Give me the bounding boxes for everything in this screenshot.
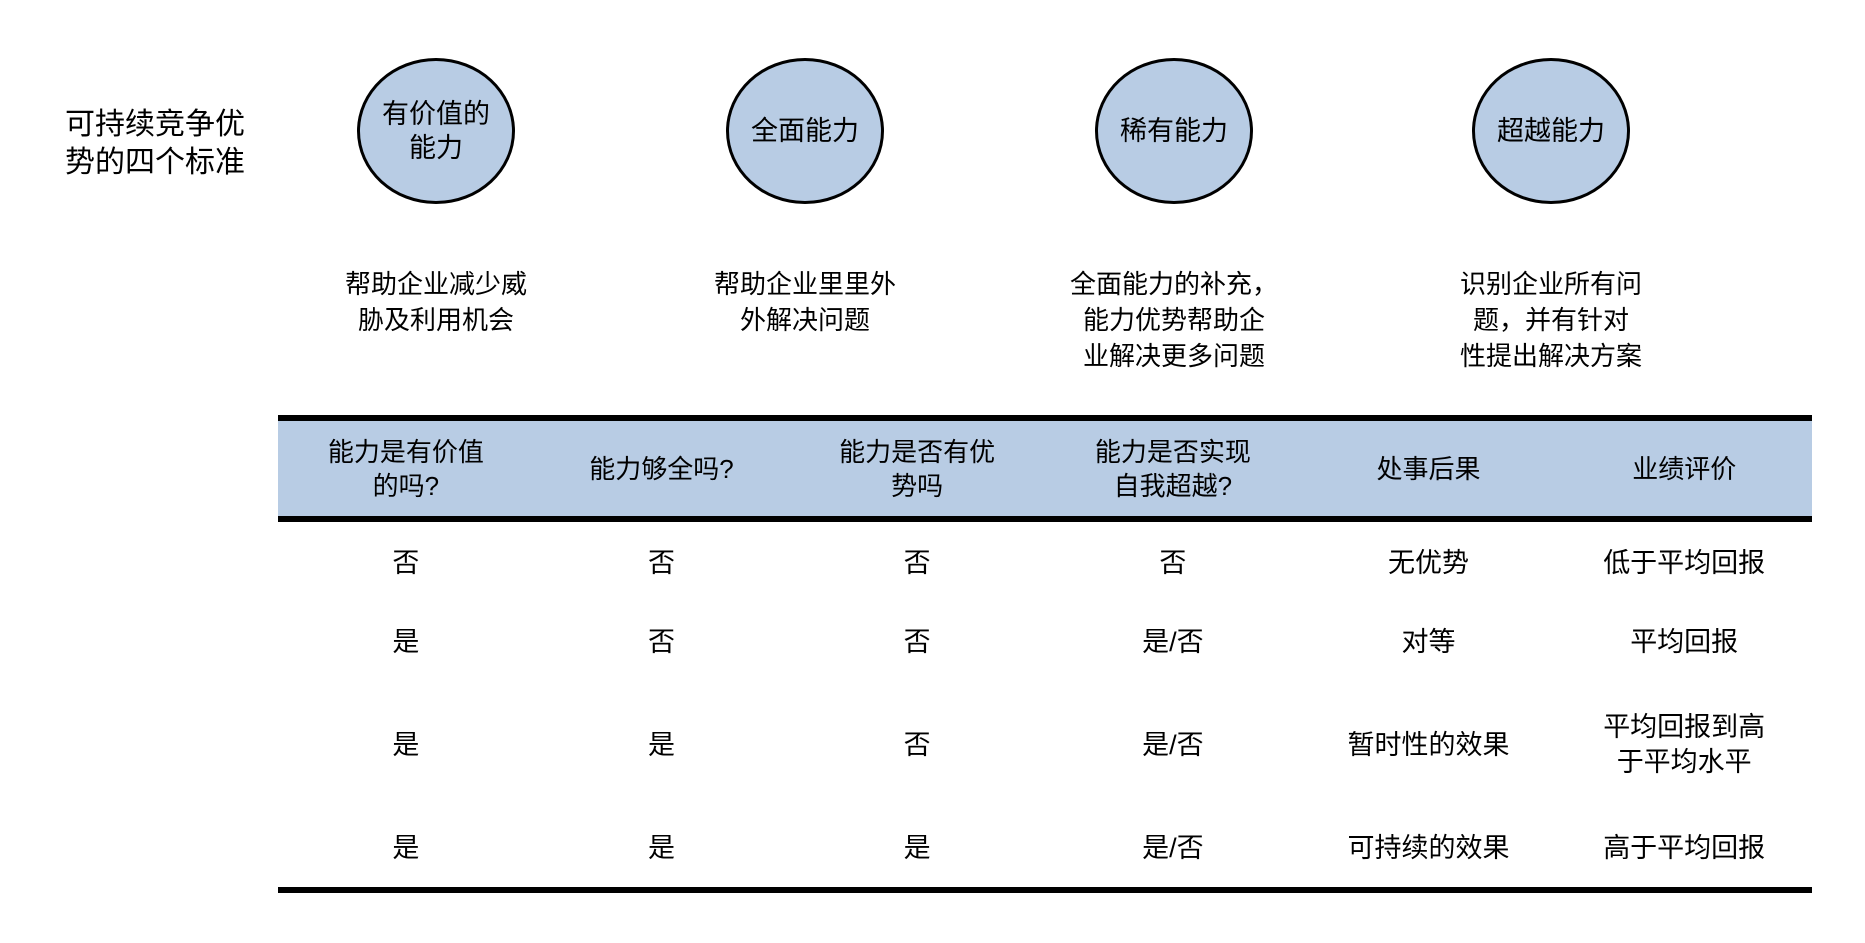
table-cell: 是 xyxy=(392,626,420,657)
criterion-circle-comprehensive: 全面能力 xyxy=(726,58,884,204)
column-header: 处事后果 xyxy=(1376,453,1481,484)
table-cell: 是 xyxy=(392,833,420,863)
criterion-surpassing: 超越能力 识别企业所有问 题，并有针对 性提出解决方案 xyxy=(1431,58,1671,374)
table-cell: 是/否 xyxy=(1142,626,1204,657)
table-row: 是 否 否 是/否 对等 平均回报 xyxy=(278,604,1812,680)
table-cell: 是 xyxy=(903,833,931,863)
table-cell: 是 xyxy=(648,729,675,760)
criterion-rare: 稀有能力 全面能力的补充， 能力优势帮助企 业解决更多问题 xyxy=(1054,58,1294,374)
table-cell: 是/否 xyxy=(1142,833,1204,863)
table-row: 是 是 否 是/否 暂时性的效果 平均回报到高 于平均水平 xyxy=(278,680,1812,810)
column-header: 能力是否实现 自我超越? xyxy=(1094,436,1251,501)
table-cell: 平均回报到高 于平均水平 xyxy=(1603,712,1766,777)
comparison-table: 能力是有价值 的吗? 能力够全吗? 能力是否有优 势吗 能力是否实现 自我超越?… xyxy=(278,415,1812,893)
criterion-description-comprehensive: 帮助企业里里外 外解决问题 xyxy=(713,269,896,335)
table-cell: 暂时性的效果 xyxy=(1347,729,1510,760)
table-row: 否 否 否 否 无优势 低于平均回报 xyxy=(278,522,1812,604)
criterion-comprehensive: 全面能力 帮助企业里里外 外解决问题 xyxy=(685,58,925,338)
criterion-description-valuable: 帮助企业减少威 胁及利用机会 xyxy=(344,269,527,335)
table-cell: 否 xyxy=(1159,547,1187,578)
table-header-row: 能力是有价值 的吗? 能力够全吗? 能力是否有优 势吗 能力是否实现 自我超越?… xyxy=(278,415,1812,522)
criterion-circle-valuable: 有价值的 能力 xyxy=(357,58,515,204)
table-cell: 否 xyxy=(648,626,675,657)
table-cell: 否 xyxy=(392,547,420,578)
page-title: 可持续竞争优 势的四个标准 xyxy=(65,108,245,179)
table-cell: 否 xyxy=(648,547,675,578)
column-header: 能力够全吗? xyxy=(589,453,734,484)
table-cell: 否 xyxy=(903,626,931,657)
table-cell: 无优势 xyxy=(1388,547,1470,578)
column-header: 能力是有价值 的吗? xyxy=(327,436,484,501)
table-cell: 可持续的效果 xyxy=(1347,833,1510,863)
table-cell: 是/否 xyxy=(1142,729,1204,760)
table-cell: 是 xyxy=(392,729,420,760)
criterion-description-rare: 全面能力的补充， 能力优势帮助企 业解决更多问题 xyxy=(1069,269,1278,371)
table-cell: 是 xyxy=(648,833,675,863)
table-cell: 对等 xyxy=(1401,626,1456,657)
criterion-circle-surpassing: 超越能力 xyxy=(1472,58,1630,204)
table-row: 是 是 是 是/否 可持续的效果 高于平均回报 xyxy=(278,810,1812,893)
criterion-valuable: 有价值的 能力 帮助企业减少威 胁及利用机会 xyxy=(316,58,556,338)
table-cell: 平均回报 xyxy=(1630,626,1739,657)
column-header: 能力是否有优 势吗 xyxy=(839,436,996,501)
table-cell: 低于平均回报 xyxy=(1603,547,1766,578)
criterion-description-surpassing: 识别企业所有问 题，并有针对 性提出解决方案 xyxy=(1459,269,1642,371)
column-header: 业绩评价 xyxy=(1632,453,1737,484)
table-cell: 高于平均回报 xyxy=(1603,833,1766,863)
table-cell: 否 xyxy=(903,547,931,578)
table-cell: 否 xyxy=(903,729,931,760)
criterion-circle-rare: 稀有能力 xyxy=(1095,58,1253,204)
